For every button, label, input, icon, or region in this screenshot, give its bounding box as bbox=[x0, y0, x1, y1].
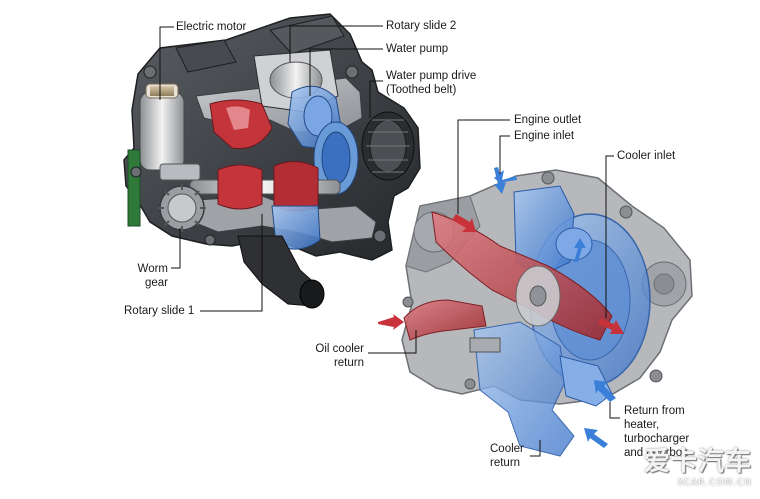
arrow-oil-cooler-return bbox=[378, 314, 404, 330]
watermark-brand: 爱卡汽车 bbox=[643, 447, 752, 477]
leader-lines bbox=[159, 25, 620, 457]
arrow-cooler-inlet bbox=[598, 318, 624, 334]
label-water-pump-drive-line1: Water pump drive bbox=[386, 70, 477, 82]
label-worm-gear: Worm gear bbox=[120, 262, 168, 290]
label-water-pump: Water pump bbox=[386, 43, 449, 55]
label-cooler-return-line1: Cooler bbox=[490, 443, 524, 455]
cutaway-thermal-management-unit bbox=[123, 13, 421, 309]
arrow-engine-outlet bbox=[452, 214, 476, 232]
label-return-from-line2: heater, bbox=[624, 419, 660, 431]
watermark-logo: 爱卡汽车 XCAR.COM.CN bbox=[644, 441, 752, 488]
label-return-from-line3: turbocharger bbox=[624, 433, 690, 445]
arrow-engine-inlet-2 bbox=[494, 167, 506, 194]
label-worm-gear-line1: Worm bbox=[137, 263, 168, 275]
flow-view-thermal-management-unit bbox=[401, 169, 693, 457]
label-engine-outlet: Engine outlet bbox=[514, 114, 582, 126]
arrow-cooler-return bbox=[584, 428, 608, 448]
label-worm-gear-line2: gear bbox=[144, 277, 168, 289]
watermark-domain: XCAR.COM.CN bbox=[677, 478, 752, 488]
label-rotary-slide-2: Rotary slide 2 bbox=[386, 20, 457, 32]
label-cooler-return: Cooler return bbox=[490, 442, 524, 470]
flow-arrows bbox=[378, 167, 624, 448]
label-return-from-line4: and gearbox bbox=[624, 447, 688, 459]
label-return-from-heater: Return from heater, turbocharger and gea… bbox=[624, 404, 689, 460]
label-water-pump-drive-line2: (Toothed belt) bbox=[386, 84, 457, 96]
label-oil-cooler-return-line1: Oil cooler bbox=[315, 343, 364, 355]
label-oil-cooler-return: Oil cooler return bbox=[290, 342, 364, 370]
label-electric-motor: Electric motor bbox=[176, 21, 247, 33]
label-engine-inlet: Engine inlet bbox=[514, 130, 575, 142]
label-return-from-line1: Return from bbox=[624, 405, 685, 417]
label-water-pump-drive: Water pump drive (Toothed belt) bbox=[386, 69, 476, 97]
label-oil-cooler-return-line2: return bbox=[333, 357, 364, 369]
arrow-return-heater bbox=[594, 380, 616, 402]
label-rotary-slide-1: Rotary slide 1 bbox=[124, 305, 195, 317]
label-cooler-return-line2: return bbox=[490, 457, 521, 469]
label-cooler-inlet: Cooler inlet bbox=[617, 150, 676, 162]
